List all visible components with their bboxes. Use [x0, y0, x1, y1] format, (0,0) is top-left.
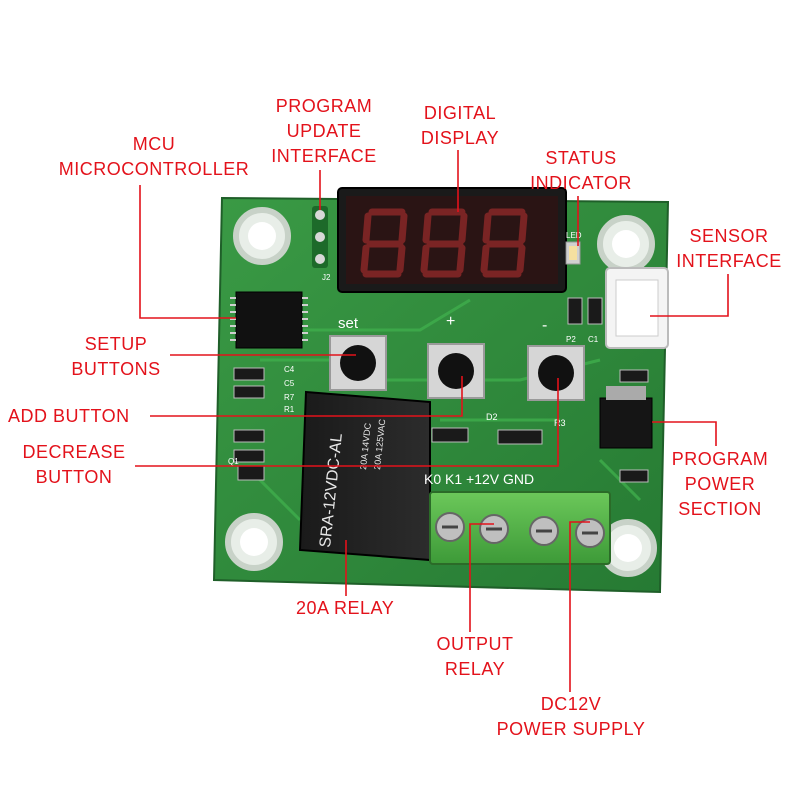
label-line: BUTTONS [71, 359, 161, 379]
label-line: DC12V [540, 694, 602, 714]
leader-add-button [150, 376, 463, 417]
label-mcu: MCU MICROCONTROLLER [42, 132, 266, 182]
leader-dc12v [569, 521, 590, 692]
silk-r3: R3 [554, 418, 566, 428]
status-led [565, 241, 581, 265]
label-line: BUTTON [35, 467, 113, 487]
decrease-button-part [527, 345, 585, 401]
label-line: PROGRAM [671, 449, 769, 469]
label-line: POWER [684, 474, 756, 494]
label-line: RELAY [444, 659, 506, 679]
label-line: UPDATE [286, 121, 362, 141]
smd-components [233, 297, 649, 483]
leader-mcu [139, 185, 236, 319]
label-line: STATUS [545, 148, 617, 168]
relay-rating-1: 20A 14VDC [358, 422, 373, 470]
label-line: MCU [132, 134, 176, 154]
silk-j2: J2 [322, 273, 331, 282]
label-line: POWER SUPPLY [496, 719, 646, 739]
label-line: DECREASE [22, 442, 126, 462]
label-line: PROGRAM [275, 96, 373, 116]
label-program-power: PROGRAM POWER SECTION [660, 447, 780, 522]
silk-set: set [338, 315, 359, 332]
label-line: SECTION [678, 499, 762, 519]
mounting-hole [597, 215, 655, 273]
label-line: INTERFACE [271, 146, 377, 166]
silk-led: LED [566, 231, 582, 240]
label-program-update: PROGRAM UPDATE INTERFACE [262, 94, 386, 169]
leader-program-power [652, 421, 717, 446]
silk-minus: - [542, 317, 547, 334]
label-line: SETUP [84, 334, 148, 354]
mounting-hole [233, 207, 291, 265]
leader-decrease-button [135, 378, 559, 467]
sensor-connector [605, 267, 669, 349]
label-line: INDICATOR [530, 173, 632, 193]
silk-c4: C4 [284, 365, 295, 374]
leader-lines [135, 150, 729, 692]
label-dc12v: DC12V POWER SUPPLY [476, 692, 666, 742]
add-button-part [427, 343, 485, 399]
silk-r1: R1 [284, 405, 295, 414]
silk-plus: + [446, 313, 455, 330]
label-output-relay: OUTPUT RELAY [420, 632, 530, 682]
label-decrease-button: DECREASE BUTTON [8, 440, 140, 490]
voltage-regulator [599, 386, 653, 449]
label-line: SENSOR [689, 226, 769, 246]
digital-display [337, 187, 567, 293]
leader-sensor-interface [650, 274, 729, 317]
label-status-indicator: STATUS INDICATOR [516, 146, 646, 196]
silk-r7: R7 [284, 393, 295, 402]
label-setup-buttons: SETUP BUTTONS [58, 332, 174, 382]
silk-terminals: K0 K1 +12V GND [424, 471, 534, 487]
silk-p2: P2 [566, 335, 576, 344]
label-add-button: ADD BUTTON [8, 406, 130, 426]
silk-q1: Q1 [228, 457, 239, 466]
label-line: DIGITAL [423, 103, 497, 123]
label-line: OUTPUT [436, 634, 514, 654]
label-line: MICROCONTROLLER [58, 159, 250, 179]
label-line: DISPLAY [420, 128, 500, 148]
label-sensor-interface: SENSOR INTERFACE [664, 224, 794, 274]
label-20a-relay: 20A RELAY [296, 598, 395, 618]
silk-c5: C5 [284, 379, 295, 388]
set-button [329, 335, 387, 391]
program-update-pins [312, 206, 328, 268]
label-digital-display: DIGITAL DISPLAY [408, 101, 512, 151]
silk-d2: D2 [486, 412, 498, 422]
mcu-chip [230, 291, 308, 349]
label-line: INTERFACE [676, 251, 782, 271]
silk-c1: C1 [588, 335, 599, 344]
mounting-hole [225, 513, 283, 571]
leader-output-relay [469, 523, 494, 632]
terminal-block [429, 491, 611, 565]
